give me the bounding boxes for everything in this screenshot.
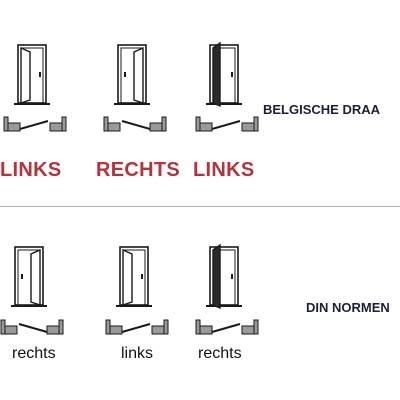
belgian-section-title: BELGISCHE DRAA	[263, 102, 381, 117]
din-door-3-icon	[206, 243, 242, 310]
section-divider	[0, 206, 400, 207]
din-label-3: rechts	[198, 345, 242, 362]
din-door-1-icon	[11, 246, 47, 307]
belgian-floorplan-3-icon	[195, 116, 259, 132]
belgian-floorplan-2-icon	[103, 116, 167, 132]
din-label-2: links	[121, 345, 154, 362]
din-label-1: rechts	[12, 345, 56, 362]
belgian-floorplan-1-icon	[3, 116, 67, 132]
belgian-door-2-icon	[114, 44, 150, 105]
belgian-label-1: LINKS	[0, 159, 62, 181]
belgian-door-3-icon	[206, 41, 242, 108]
din-floorplan-2-icon	[105, 319, 169, 335]
belgian-door-1-icon	[14, 44, 50, 105]
din-floorplan-1-icon	[0, 319, 64, 335]
din-door-2-icon	[116, 246, 152, 307]
belgian-label-3: LINKS	[193, 159, 255, 181]
din-section-title: DIN NORMEN	[306, 300, 390, 315]
din-floorplan-3-icon	[195, 319, 259, 335]
belgian-label-2: RECHTS	[96, 159, 181, 181]
